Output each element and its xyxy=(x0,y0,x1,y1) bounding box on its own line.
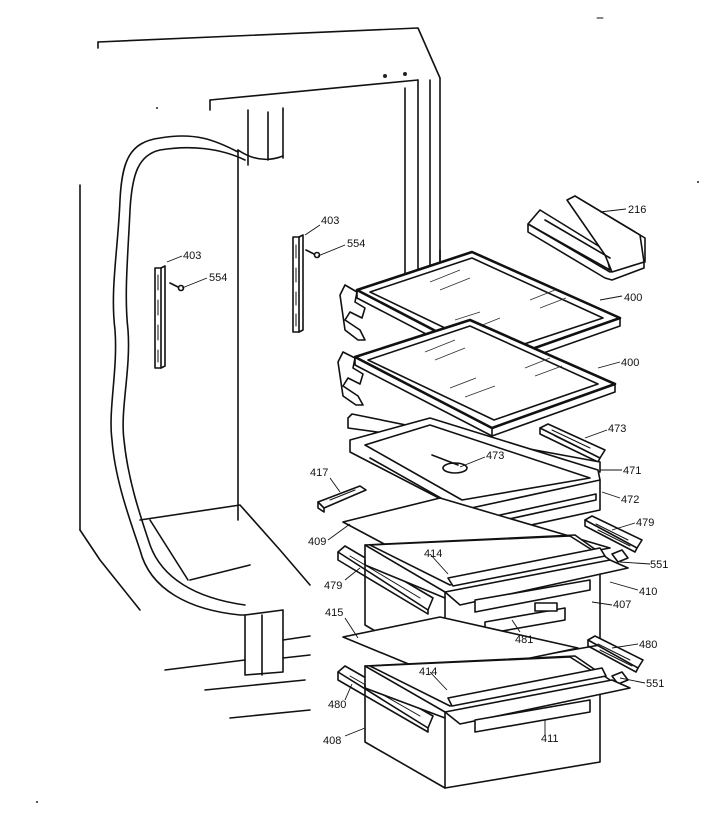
callout-473-rail: 473 xyxy=(608,423,626,435)
callout-554-right: 554 xyxy=(347,238,365,250)
scan-specks xyxy=(36,17,699,803)
callout-473-center: 473 xyxy=(486,450,504,462)
callout-408: 408 xyxy=(323,735,341,747)
callout-417: 417 xyxy=(310,467,328,479)
slide-rail-right xyxy=(584,515,643,563)
callout-480-right: 480 xyxy=(639,639,657,651)
callout-400-lower: 400 xyxy=(621,357,639,369)
callout-414-lower: 414 xyxy=(419,666,437,678)
callout-480-left: 480 xyxy=(328,699,346,711)
callout-415: 415 xyxy=(325,607,343,619)
callout-216: 216 xyxy=(628,204,646,216)
slide-rail-upper xyxy=(539,423,606,463)
callout-554-left: 554 xyxy=(209,272,227,284)
crisper-drawer-upper xyxy=(337,534,629,673)
callout-407: 407 xyxy=(613,599,631,611)
callout-411: 411 xyxy=(541,733,559,745)
callout-labels: 216 400 400 403 554 403 554 473 473 471 … xyxy=(183,204,668,747)
callout-481: 481 xyxy=(515,634,533,646)
slide-rail-lower-right xyxy=(587,635,644,685)
storage-bin xyxy=(527,195,646,281)
crisper-drawer-lower xyxy=(337,655,631,789)
crisper-support xyxy=(317,485,367,513)
callout-414-upper: 414 xyxy=(424,548,442,560)
callout-471: 471 xyxy=(623,465,641,477)
screw-right xyxy=(305,249,321,259)
glass-shelf-upper xyxy=(339,250,622,371)
leader-lines xyxy=(166,208,651,737)
callout-551-upper: 551 xyxy=(650,559,668,571)
callout-479-left: 479 xyxy=(324,580,342,592)
screw-left xyxy=(169,282,185,292)
callout-403-left: 403 xyxy=(183,250,201,262)
shelf-support-left xyxy=(154,265,166,369)
callout-403-right: 403 xyxy=(321,215,339,227)
callout-479-right: 479 xyxy=(636,517,654,529)
callout-551-lower: 551 xyxy=(646,678,664,690)
refrigerator-cabinet xyxy=(79,27,441,719)
callout-410: 410 xyxy=(639,586,657,598)
callout-472: 472 xyxy=(621,494,639,506)
shelf-support-right xyxy=(292,234,304,333)
callout-409: 409 xyxy=(308,536,326,548)
glass-shelf-lower xyxy=(337,318,617,437)
callout-400-upper: 400 xyxy=(624,292,642,304)
